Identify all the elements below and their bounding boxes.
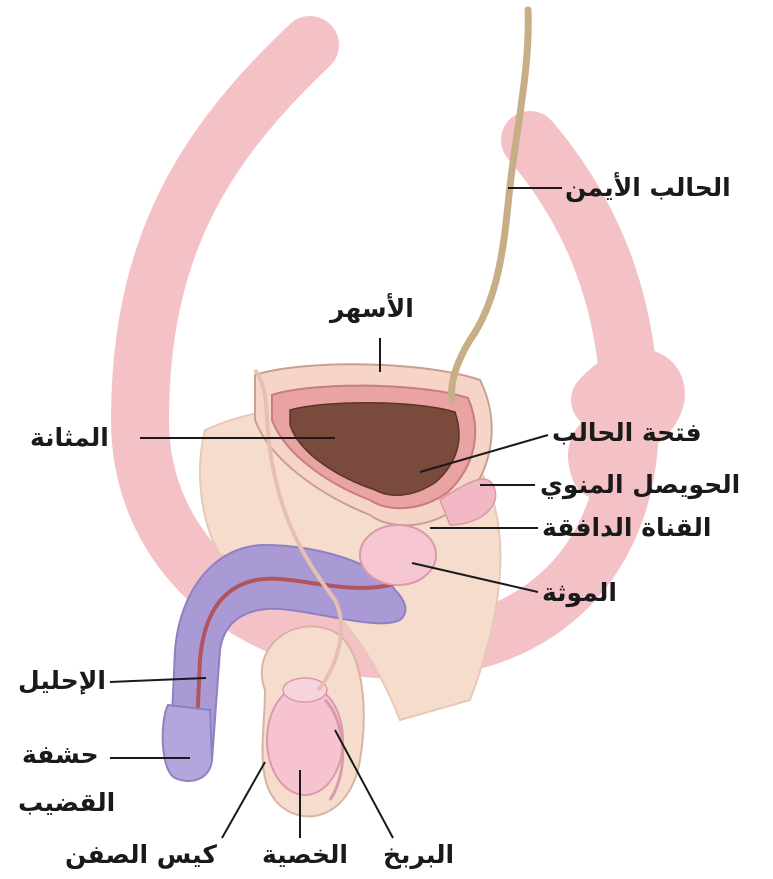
label-scrotum: كيس الصفن [65, 842, 217, 867]
label-ureter-opening: فتحة الحالب [552, 420, 702, 445]
label-vas-deferens: الأسهر [330, 296, 414, 321]
label-glans-line1: حشفة [22, 742, 99, 767]
label-seminal-vesicle: الحويصل المنوي [540, 472, 740, 497]
label-glans-line2: القضيب [18, 790, 115, 815]
leader-scrotum [222, 762, 265, 838]
label-right-ureter: الحالب الأيمن [565, 175, 731, 200]
label-testis: الخصية [262, 842, 348, 867]
ureter-shape [452, 10, 529, 400]
label-prostate: الموثة [542, 580, 617, 605]
prostate-shape [360, 525, 436, 585]
label-epididymis: البربخ [383, 842, 454, 867]
glans-shape [163, 705, 212, 781]
label-bladder: المثانة [30, 425, 109, 450]
label-urethra: الإحليل [18, 668, 106, 693]
label-ejaculatory-duct: القناة الدافقة [542, 515, 712, 540]
